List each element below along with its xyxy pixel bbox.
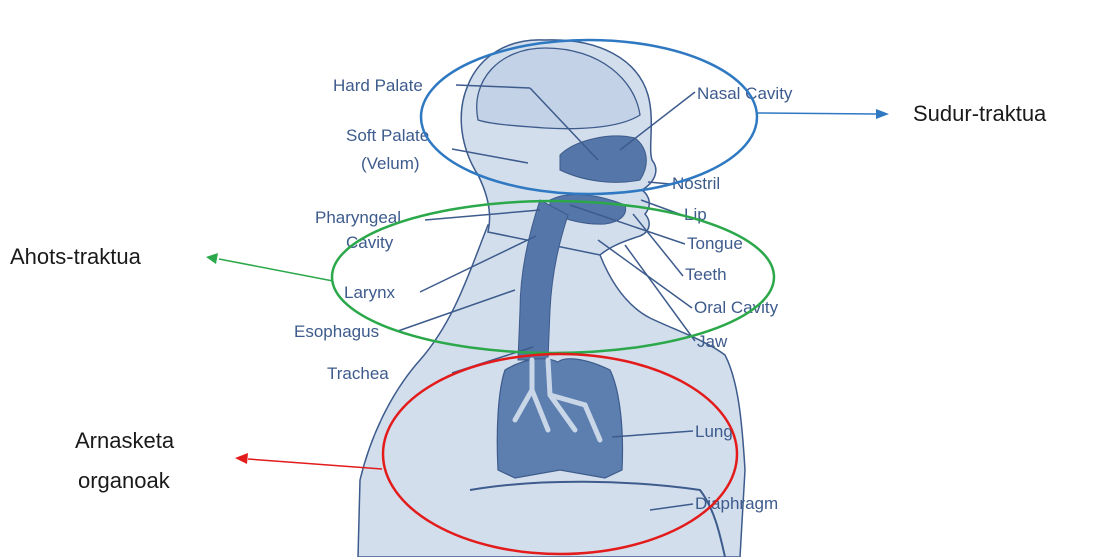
label-jaw: Jaw xyxy=(697,332,728,351)
label-velum: (Velum) xyxy=(361,154,420,173)
respiratory-arrow-line xyxy=(248,459,382,469)
label-pharyngeal: Pharyngeal xyxy=(315,208,401,227)
vocal-tract-label: Ahots-traktua xyxy=(10,244,142,269)
vocal-tract-arrowhead xyxy=(206,253,218,264)
label-lung: Lung xyxy=(695,422,733,441)
vocal-tract-arrow-line xyxy=(219,259,333,281)
label-teeth: Teeth xyxy=(685,265,727,284)
respiratory-arrowhead xyxy=(235,453,248,464)
nasal-tract-arrowhead xyxy=(876,109,889,119)
label-hard-palate: Hard Palate xyxy=(333,76,423,95)
leader-nostril xyxy=(648,182,670,184)
label-esophagus: Esophagus xyxy=(294,322,379,341)
label-tongue: Tongue xyxy=(687,234,743,253)
label-trachea: Trachea xyxy=(327,364,389,383)
nasal-tract-label: Sudur-traktua xyxy=(913,101,1047,126)
label-larynx: Larynx xyxy=(344,283,396,302)
label-soft-palate: Soft Palate xyxy=(346,126,429,145)
label-oral-cavity: Oral Cavity xyxy=(694,298,779,317)
anatomy-illustration xyxy=(358,40,745,557)
nasal-tract-arrow-line xyxy=(758,113,876,114)
respiratory-organs-label-1: Arnasketa xyxy=(75,428,175,453)
label-cavity: Cavity xyxy=(346,233,394,252)
respiratory-organs-label-2: organoak xyxy=(78,468,171,493)
